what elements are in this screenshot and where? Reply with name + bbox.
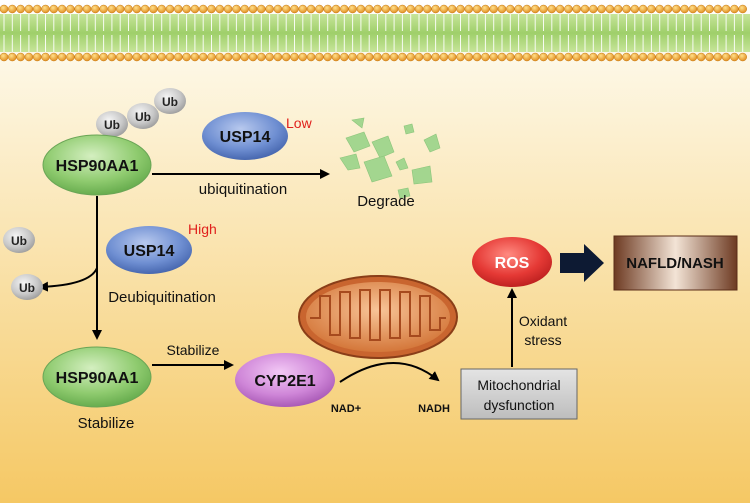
mitochondrial-dysfunction-box <box>460 368 578 420</box>
progression-arrow <box>560 244 604 282</box>
ub-bead <box>154 88 186 114</box>
usp14-node-mid <box>106 226 192 274</box>
hsp90aa1-label-bottom: HSP90AA1 <box>56 370 139 387</box>
hsp90aa1-node-top <box>42 134 152 196</box>
cyp2e1-label: CYP2E1 <box>254 373 315 390</box>
ub-label: Ub <box>19 281 35 295</box>
deubiquitination-label: Deubiquitination <box>108 289 216 306</box>
ub-bead <box>127 103 159 129</box>
nadh-label: NADH <box>418 403 450 415</box>
ub-label: Ub <box>104 118 120 132</box>
mito-dysfunction-line1: Mitochondrial <box>477 377 560 393</box>
stabilize-arrow-label: Stabilize <box>167 342 220 358</box>
nafld-nash-label: NAFLD/NASH <box>626 255 724 272</box>
hsp90aa1-label-top: HSP90AA1 <box>56 158 139 175</box>
degraded-fragments <box>339 117 441 199</box>
ub-label: Ub <box>162 95 178 109</box>
ub-bead-free <box>11 274 43 300</box>
high-label: High <box>188 221 217 237</box>
nad-plus-label: NAD+ <box>331 403 361 415</box>
ubiquitination-label: ubiquitination <box>199 181 287 198</box>
usp14-node-top <box>202 112 288 160</box>
low-label: Low <box>286 115 313 131</box>
ros-node <box>472 237 552 287</box>
mitochondrion <box>298 275 458 359</box>
usp14-label-top: USP14 <box>220 129 271 146</box>
cell-membrane <box>0 4 750 62</box>
ub-bead-free <box>3 227 35 253</box>
nafld-nash-box <box>613 235 738 291</box>
degrade-label: Degrade <box>357 193 415 210</box>
ub-label: Ub <box>135 110 151 124</box>
oxidant-label: Oxidant <box>519 313 567 329</box>
ub-label: Ub <box>11 234 27 248</box>
stabilize-label-below: Stabilize <box>78 415 135 432</box>
stress-label: stress <box>524 332 561 348</box>
nad-conversion-arrow <box>339 362 440 383</box>
mito-dysfunction-line2: dysfunction <box>484 397 555 413</box>
cyp2e1-node <box>235 353 335 407</box>
usp14-label-mid: USP14 <box>124 243 175 260</box>
ros-label: ROS <box>495 255 530 272</box>
ub-cluster-top: Ub Ub Ub <box>96 88 186 137</box>
ub-bead <box>96 111 128 137</box>
hsp90aa1-node-bottom <box>42 346 152 408</box>
ub-release-arrow <box>38 267 98 292</box>
